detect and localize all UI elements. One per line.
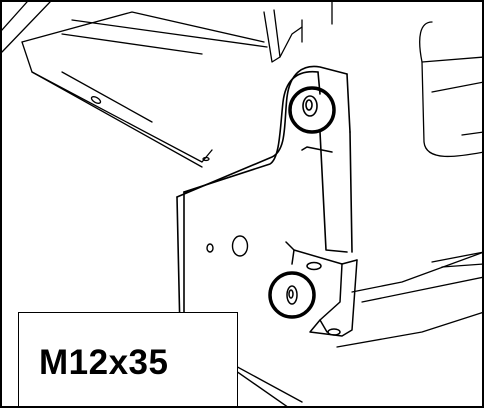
- bolt-location-circle-lower: [268, 271, 316, 319]
- top-center-edges: [61, 2, 333, 63]
- right-side-structure: [336, 21, 482, 348]
- bolt-location-circle-upper: [288, 86, 336, 134]
- fastener-label-box: M12x35: [18, 312, 238, 406]
- top-left-plate: [2, 2, 265, 168]
- fastener-spec-label: M12x35: [39, 343, 169, 382]
- lower-bracket-tab: [285, 241, 358, 337]
- vertical-bracket: [176, 65, 353, 339]
